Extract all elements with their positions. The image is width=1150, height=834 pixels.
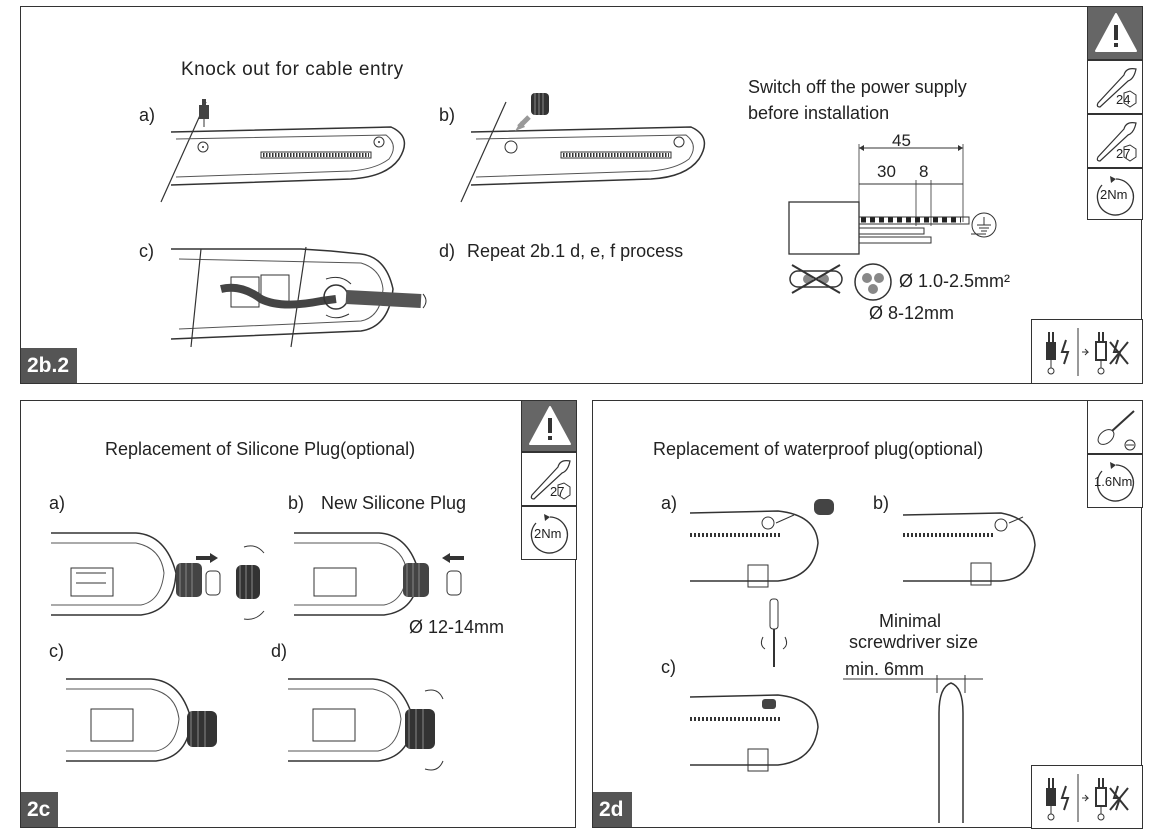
step-label-c: c) (139, 241, 154, 261)
screwdriver-box (1087, 400, 1143, 454)
torque-icon (1096, 462, 1135, 502)
step-label-b: b) (288, 493, 305, 513)
dim-total: 45 (892, 131, 911, 150)
wire-section: Ø 1.0-2.5mm² (899, 271, 1011, 291)
warning-icon (529, 406, 571, 445)
screwdriver-tip-drawing (843, 675, 983, 823)
panel-2c: Replacement of Silicone Plug(optional) a… (20, 400, 577, 828)
wrench-size-24: 24 (1116, 92, 1131, 107)
round-cable-icon (854, 263, 892, 301)
wrench-icon (1096, 68, 1137, 108)
panel-title: Replacement of waterproof plug(optional) (653, 439, 984, 459)
panel-2d: Replacement of waterproof plug(optional)… (592, 400, 1143, 829)
step-label-a: a) (661, 493, 678, 513)
power-off-box (1031, 319, 1143, 384)
wrench-27-box: 27 (1087, 114, 1143, 168)
wrench-icon (530, 460, 571, 500)
new-plug-label: New Silicone Plug (321, 493, 467, 513)
dim-b: 8 (919, 162, 929, 181)
wrench-icon (1096, 122, 1137, 162)
panel-title: Replacement of Silicone Plug(optional) (105, 439, 416, 459)
dim-a: 30 (877, 162, 896, 181)
cable-diameter: Ø 8-12mm (869, 303, 955, 323)
torque-box: 2Nm (521, 506, 577, 560)
plug-drawing-c (66, 678, 217, 762)
wrench-size-27: 27 (550, 484, 565, 499)
torque-box: 2Nm (1087, 168, 1143, 220)
luminaire-drawing-c (170, 246, 427, 348)
cable-strip-diagram (788, 144, 986, 255)
plug-drawing-d (288, 678, 444, 771)
min-size: min. 6mm (845, 659, 925, 679)
flat-cable-prohibited-icon (789, 264, 843, 294)
ground-icon (971, 212, 997, 238)
torque-icon (530, 514, 569, 554)
warning-box (1087, 6, 1143, 60)
plug-drawing-b (294, 532, 464, 616)
torque-icon (1096, 176, 1135, 216)
panel-tag: 2d (593, 792, 632, 827)
warning-icon (1095, 13, 1137, 52)
luminaire-drawing-b (460, 93, 706, 203)
torque-value: 2Nm (1100, 187, 1128, 202)
step-label-a: a) (139, 105, 156, 125)
panel-2b2: Knock out for cable entry a) b) c) d) Re… (20, 6, 1143, 384)
torque-value: 1.6Nm (1094, 474, 1133, 489)
luminaire-drawing-a (689, 499, 834, 588)
wrench-size-27: 27 (1116, 146, 1131, 161)
warning-line-2: before installation (748, 103, 890, 123)
panel-tag: 2c (21, 792, 59, 827)
panel-tag: 2b.2 (21, 348, 78, 383)
power-off-box (1031, 765, 1143, 829)
screwdriver-drawing (760, 598, 788, 667)
luminaire-drawing-c (689, 694, 819, 772)
step-label-a: a) (49, 493, 66, 513)
plug-diameter: Ø 12-14mm (409, 617, 505, 637)
step-d-text: Repeat 2b.1 d, e, f process (467, 241, 684, 261)
step-label-c: c) (49, 641, 64, 661)
wrench-27-box: 27 (521, 452, 577, 506)
torque-value: 2Nm (534, 526, 562, 541)
screwdriver-icon (1097, 410, 1136, 451)
step-label-d: d) (439, 241, 456, 261)
screwdriver-line-2: screwdriver size (849, 632, 979, 652)
torque-box: 1.6Nm (1087, 454, 1143, 508)
power-off-icon (1046, 328, 1129, 376)
step-label-d: d) (271, 641, 288, 661)
step-label-c: c) (661, 657, 676, 677)
panel-title: Knock out for cable entry (181, 59, 404, 80)
wrench-24-box: 24 (1087, 60, 1143, 114)
luminaire-drawing-b (902, 512, 1036, 586)
warning-line-1: Switch off the power supply (748, 77, 967, 97)
power-off-icon (1046, 774, 1129, 822)
step-label-b: b) (873, 493, 890, 513)
plug-drawing-a (51, 532, 265, 620)
warning-box (521, 400, 577, 452)
screwdriver-line-1: Minimal (879, 611, 942, 631)
step-label-b: b) (439, 105, 456, 125)
luminaire-drawing-a (160, 99, 406, 203)
